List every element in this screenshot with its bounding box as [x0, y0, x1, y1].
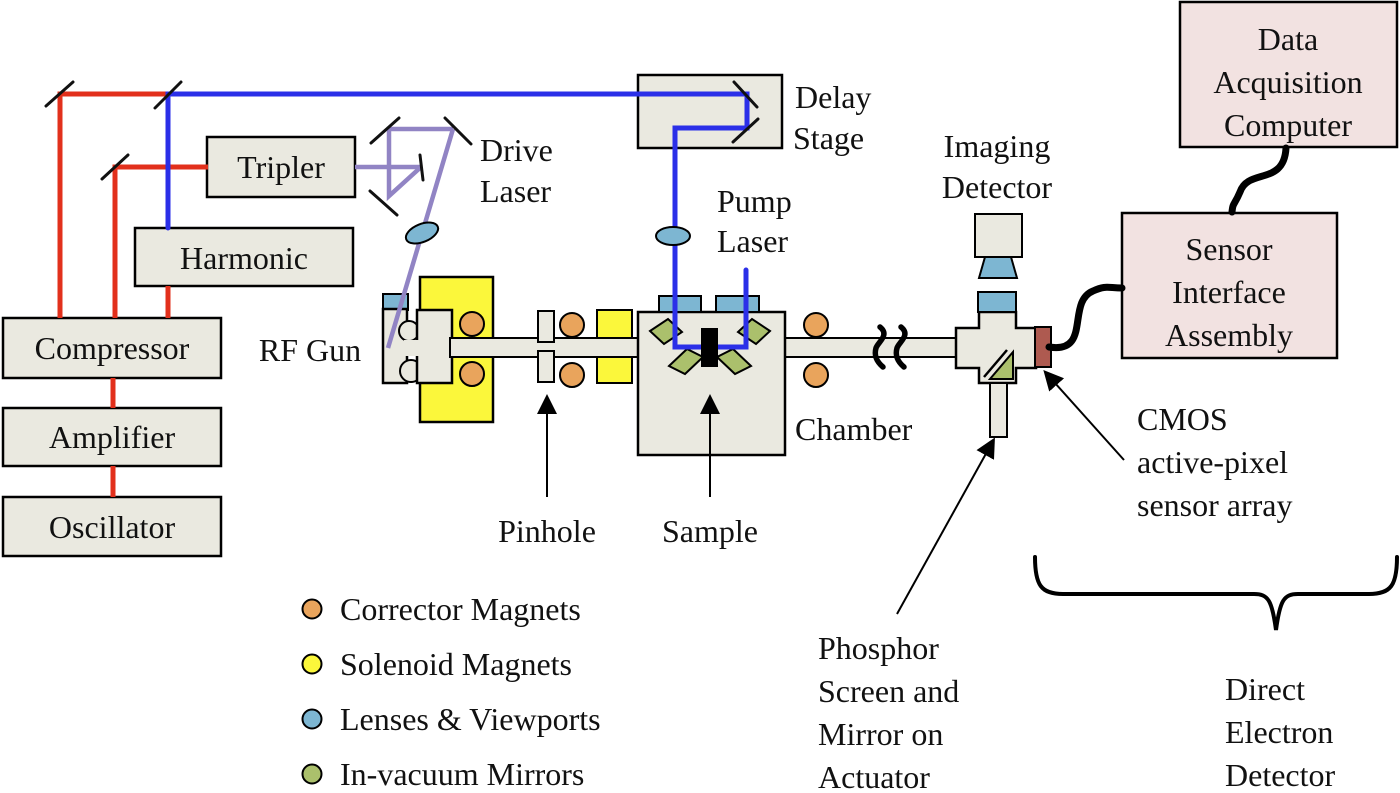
cmos-label: sensor array — [1137, 487, 1292, 523]
sample-holder — [701, 328, 718, 367]
delay-stage-label: Stage — [793, 120, 864, 156]
pinhole-lower — [537, 350, 555, 383]
legend-solenoid-label: Solenoid Magnets — [340, 646, 572, 682]
legend: Corrector Magnets Solenoid Magnets Lense… — [301, 591, 601, 792]
pinhole-upper — [537, 310, 555, 343]
harmonic-label: Harmonic — [180, 240, 308, 276]
cmos-label: active-pixel — [1137, 444, 1288, 480]
imaging-camera-body — [974, 213, 1023, 258]
phosphor-mirror — [987, 349, 1014, 380]
delay-stage-label: Delay — [795, 79, 871, 115]
delay-mirror-icon — [732, 80, 759, 109]
detector-brace — [1033, 555, 1399, 631]
delay-mirror-icon — [731, 117, 760, 144]
pump-laser-label: Laser — [717, 223, 788, 259]
actuator-pipe — [989, 382, 1008, 438]
mirror-icon — [443, 116, 473, 146]
legend-corrector-label: Corrector Magnets — [340, 591, 581, 627]
corrector-magnet-icon — [803, 362, 829, 388]
phosphor-label: Phosphor — [818, 630, 939, 666]
beam-block-icon — [418, 153, 425, 182]
mirror-icon — [100, 153, 130, 181]
annotations — [537, 370, 1399, 631]
legend-lens-icon — [301, 708, 323, 730]
chamber-label: Chamber — [795, 411, 913, 447]
detector-assembly — [954, 213, 1052, 438]
lens-icon — [655, 226, 691, 246]
sensor-cable — [1045, 283, 1126, 352]
corrector-magnet-icon — [803, 312, 829, 338]
legend-mirror-label: In-vacuum Mirrors — [340, 756, 584, 792]
rf-gun-assembly — [381, 275, 959, 424]
sia-label: Assembly — [1165, 317, 1293, 353]
detector-viewport — [977, 291, 1017, 313]
signal-cables — [1045, 144, 1290, 352]
compressor-label: Compressor — [35, 330, 190, 366]
legend-mirror-icon — [301, 763, 323, 785]
legend-lens-label: Lenses & Viewports — [340, 701, 601, 737]
legend-corrector-icon — [301, 598, 323, 620]
mirror-icon — [44, 80, 75, 108]
lens-icon — [404, 221, 440, 245]
pinhole-label: Pinhole — [498, 513, 596, 549]
corrector-magnet-icon — [459, 311, 485, 337]
rf-gun-label: RF Gun — [259, 332, 361, 368]
uv-beam-path — [386, 126, 453, 202]
daq-cable — [1228, 144, 1290, 216]
phosphor-label: Actuator — [818, 759, 930, 793]
amplifier-label: Amplifier — [49, 419, 176, 455]
gun-body-neck — [404, 340, 424, 356]
corrector-magnet-icon — [459, 361, 485, 387]
legend-solenoid-icon — [301, 653, 323, 675]
cmos-arrow — [1043, 370, 1125, 461]
daq-label: Acquisition — [1213, 64, 1362, 100]
pump-beam-path — [165, 91, 750, 350]
electronics-boxes — [1120, 0, 1399, 360]
drive-laser-label: Drive — [480, 132, 553, 168]
break-squiggle — [872, 324, 887, 370]
oscillator-box — [1, 495, 223, 558]
text-labels: Tripler Harmonic Compressor Amplifier Os… — [35, 21, 1363, 793]
mirror-line — [983, 349, 1008, 378]
direct-electron-label: Direct — [1225, 671, 1305, 707]
mirror-icon — [153, 80, 183, 110]
oscillator-label: Oscillator — [49, 509, 176, 545]
corrector-magnet-icon — [559, 312, 585, 338]
harmonic-box — [133, 226, 355, 288]
pipe-break-marks — [872, 324, 908, 370]
pump-laser-label: Pump — [717, 183, 792, 219]
drive-laser-label: Laser — [480, 173, 551, 209]
sample-chamber-assembly — [636, 295, 787, 457]
phosphor-label: Mirror on — [818, 716, 943, 752]
sia-label: Interface — [1172, 274, 1286, 310]
amplifier-box — [1, 406, 223, 468]
corrector-magnet-icon — [559, 362, 585, 388]
break-squiggle — [893, 324, 908, 370]
direct-electron-label: Detector — [1225, 757, 1336, 793]
phosphor-arrow — [896, 437, 995, 615]
sample-label: Sample — [662, 513, 758, 549]
imaging-camera-lens — [977, 256, 1019, 279]
phosphor-label: Screen and — [818, 673, 959, 709]
laser-system-boxes — [1, 73, 784, 558]
daq-label: Data — [1258, 21, 1318, 57]
chamber-viewport-right — [715, 295, 760, 313]
detector-cross — [954, 310, 1038, 385]
steering-mirrors — [44, 80, 760, 246]
delay-stage-box — [636, 73, 784, 150]
tripler-label: Tripler — [237, 149, 325, 185]
daq-label: Computer — [1224, 107, 1352, 143]
chamber-viewport-left — [658, 295, 702, 313]
imaging-detector-label: Imaging — [944, 128, 1051, 164]
mirror-icon — [368, 189, 399, 217]
imaging-detector-label: Detector — [942, 169, 1053, 205]
mirror-icon — [369, 116, 401, 145]
cmos-label: CMOS — [1137, 401, 1228, 437]
sia-label: Sensor — [1185, 231, 1272, 267]
direct-electron-label: Electron — [1225, 714, 1333, 750]
